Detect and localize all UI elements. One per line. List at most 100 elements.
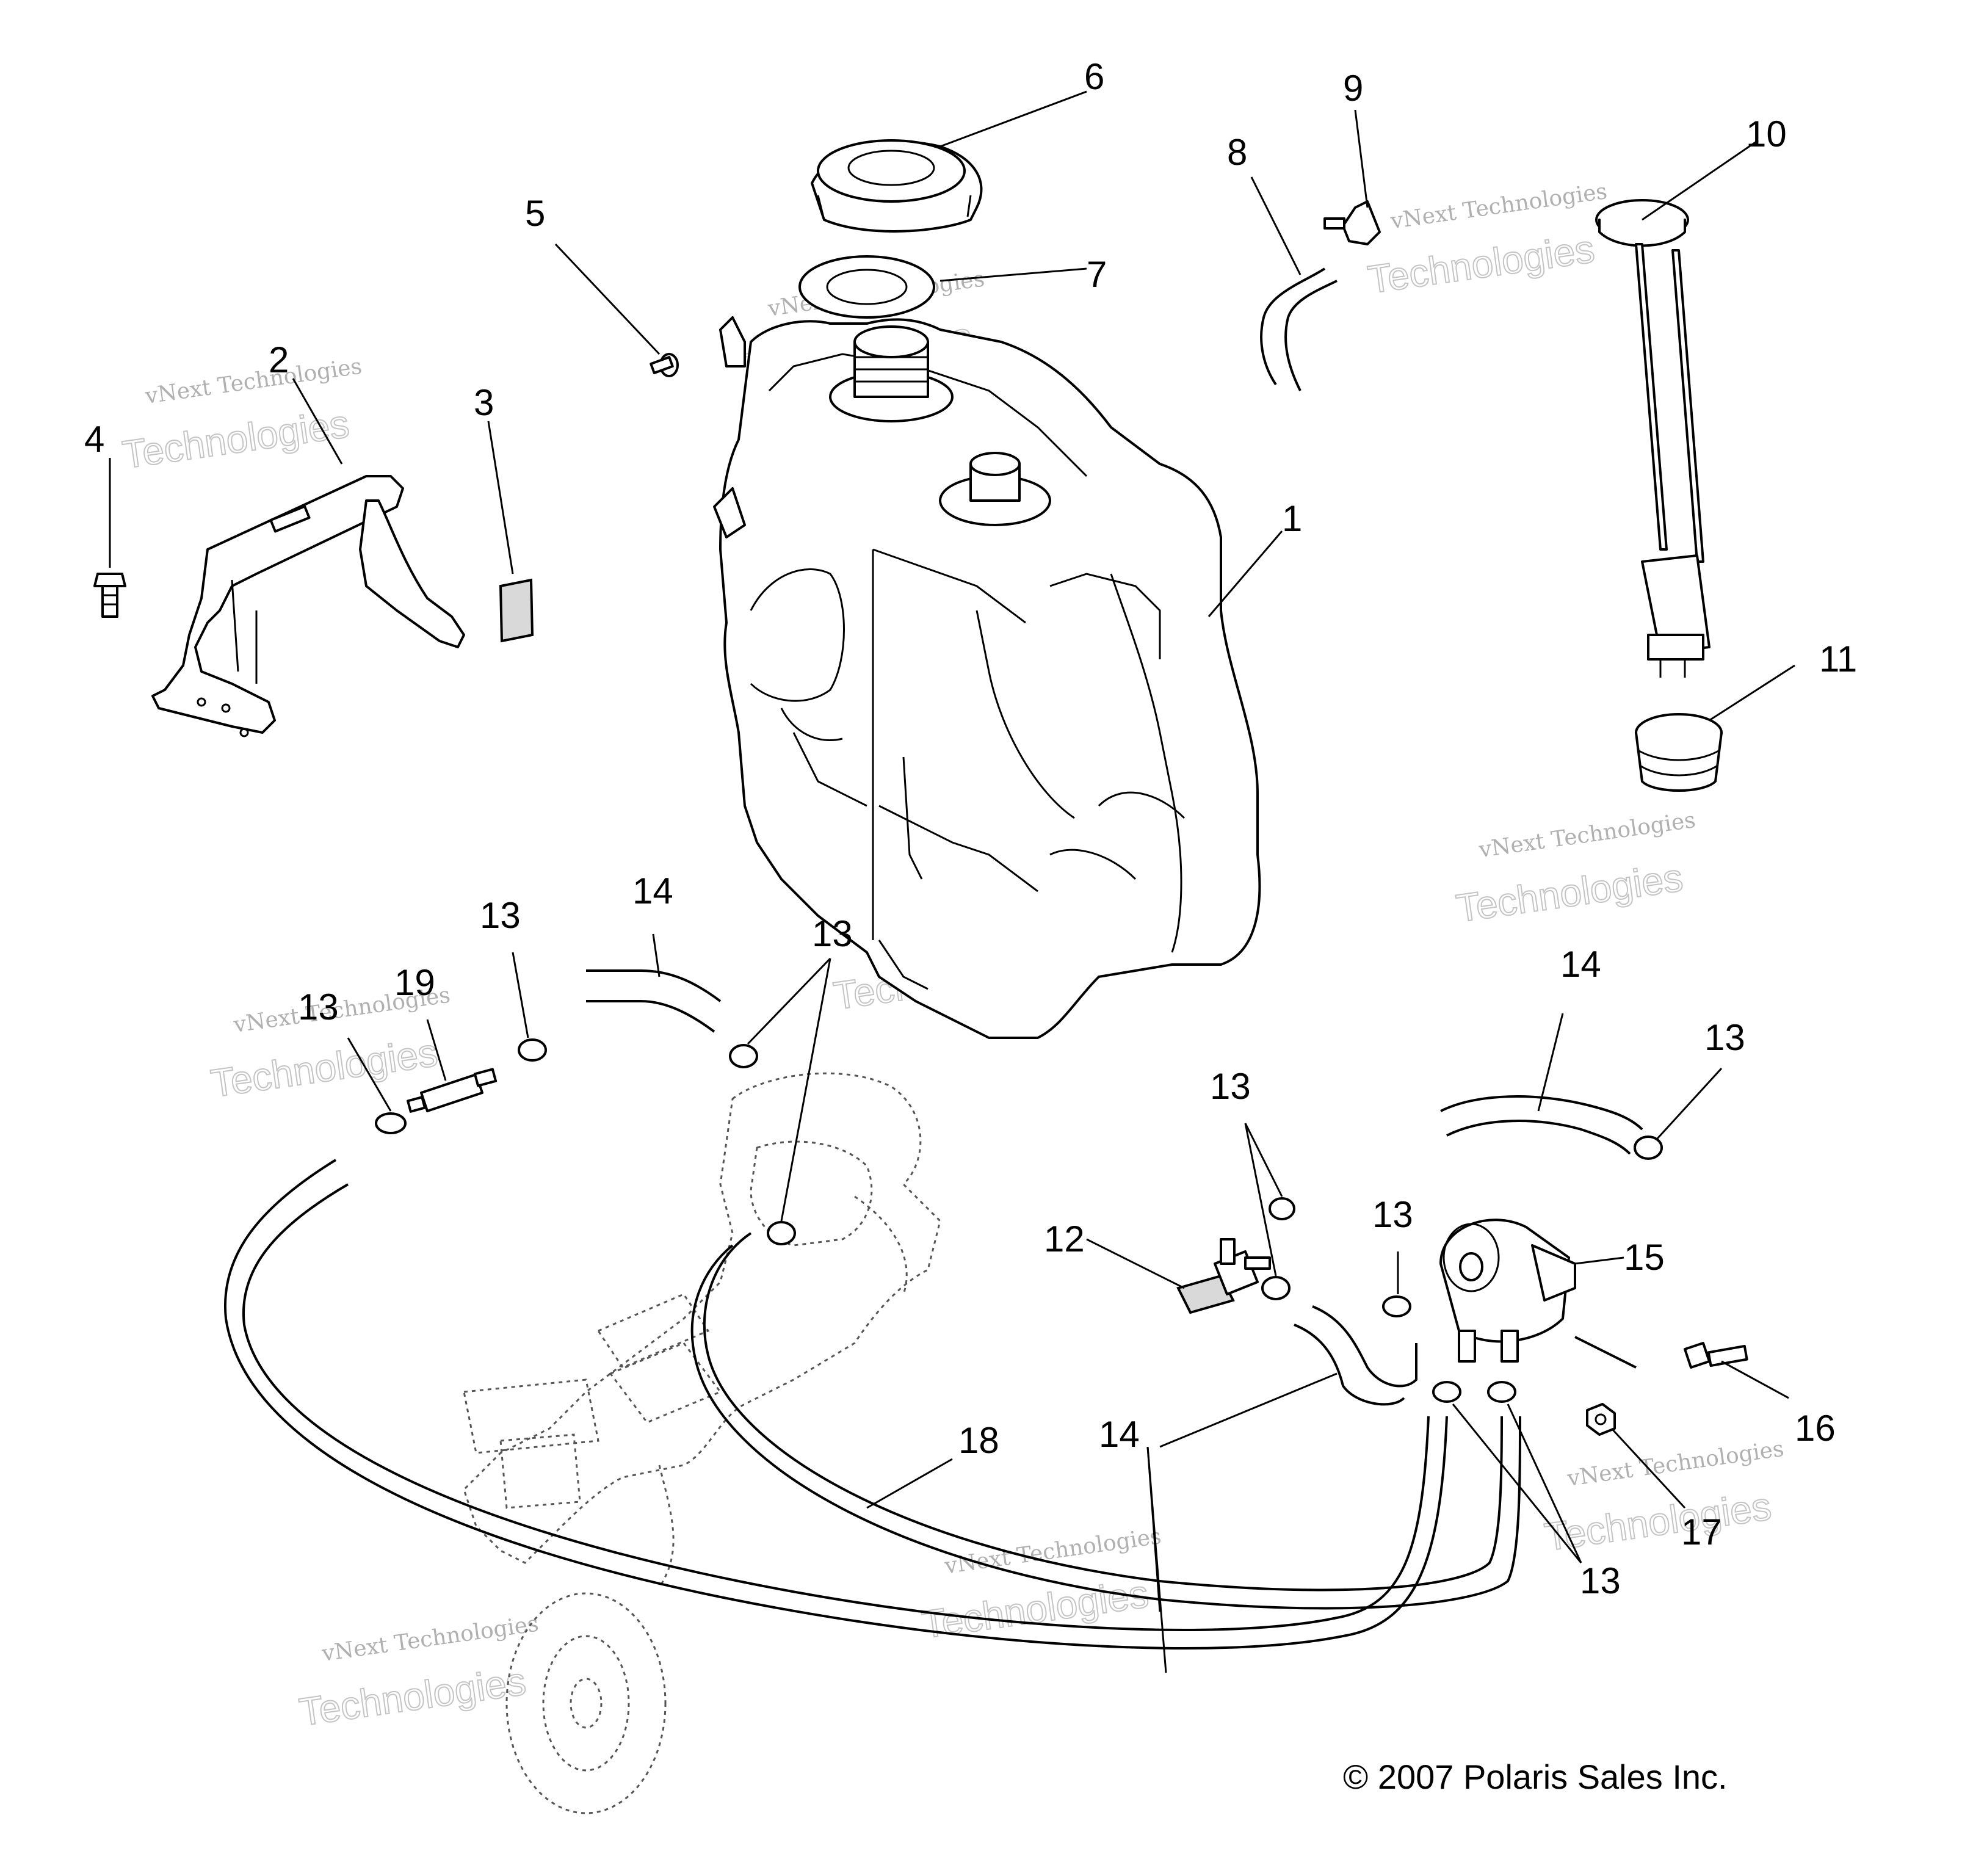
bolt-4	[93, 573, 126, 618]
leader-line	[1159, 1372, 1338, 1448]
callout-14: 14	[632, 871, 673, 911]
callout-14: 14	[1560, 944, 1601, 985]
leader-line	[1086, 1238, 1185, 1289]
callout-3: 3	[474, 382, 494, 423]
leader-line	[292, 378, 343, 465]
watermark-text: vNext Technologies	[1565, 1436, 1786, 1492]
watermark: Technologies vNext Technologies	[1364, 179, 1609, 302]
callout-10: 10	[1746, 114, 1787, 154]
tank-bracket	[151, 475, 465, 737]
callout-13: 13	[812, 913, 853, 954]
fuel-sender	[1595, 199, 1711, 678]
callout-8: 8	[1227, 132, 1247, 173]
watermark: Technologies vNext Technologies	[1453, 808, 1697, 931]
watermark-text: vNext Technologies	[1389, 179, 1609, 234]
callout-15: 15	[1624, 1237, 1665, 1278]
watermark: Technologies vNext Technologies	[296, 1611, 540, 1734]
hose-clamps	[375, 1038, 1663, 1403]
callout-7: 7	[1087, 254, 1107, 295]
clamp	[518, 1038, 547, 1062]
callout-1: 1	[1282, 498, 1302, 539]
leader-line	[1656, 1067, 1723, 1140]
leader-line	[1146, 1446, 1167, 1673]
callout-12: 12	[1044, 1219, 1085, 1259]
engine-ghost-outline	[463, 1072, 941, 1814]
clamp	[767, 1221, 796, 1245]
leader-line	[1642, 139, 1759, 221]
clamp	[729, 1044, 758, 1068]
fuel-tank	[713, 316, 1261, 1039]
leader-line	[780, 958, 831, 1222]
watermark-text: vNext Technologies	[943, 1524, 1163, 1579]
watermark-text: Technologies	[208, 1030, 440, 1106]
callout-18: 18	[958, 1420, 999, 1461]
callout-16: 16	[1795, 1408, 1836, 1449]
callout-17: 17	[1681, 1512, 1722, 1552]
leader-line	[347, 1037, 392, 1112]
watermark-text: Technologies	[1542, 1484, 1774, 1559]
callout-labels: 1 2 3 4 5 6 7 8 9 10 11 12 13 13 13 13 1…	[84, 56, 1857, 1601]
leader-line	[1721, 1360, 1789, 1399]
clamp	[1487, 1381, 1516, 1403]
nut-17	[1586, 1403, 1616, 1436]
sender-grommet	[1635, 713, 1723, 792]
leader-line	[1244, 1123, 1277, 1277]
bolt-5	[650, 353, 679, 377]
callout-13: 13	[1372, 1194, 1413, 1235]
callout-4: 4	[84, 419, 104, 460]
callout-13: 13	[1580, 1560, 1621, 1601]
leader-line	[1250, 176, 1301, 275]
callout-13: 13	[1704, 1017, 1745, 1058]
fuel-hoses	[224, 969, 1643, 1650]
callout-11: 11	[1819, 639, 1857, 679]
leader-line	[1507, 1403, 1582, 1563]
leader-line	[747, 957, 831, 1045]
callout-19: 19	[394, 962, 435, 1003]
fuel-pump	[1439, 1219, 1576, 1363]
callout-13: 13	[1210, 1066, 1251, 1107]
vent-fitting	[1323, 200, 1381, 245]
callout-5: 5	[525, 193, 545, 234]
watermark: Technologies vNext Technologies	[119, 354, 364, 477]
leader-line	[1244, 1123, 1283, 1197]
leader-line	[512, 952, 529, 1038]
clamp	[1382, 1295, 1411, 1317]
leader-line	[1354, 109, 1369, 208]
bracket-pad	[499, 578, 534, 643]
bolt-16	[1684, 1342, 1748, 1369]
leader-line	[426, 1019, 447, 1081]
watermark-text: vNext Technologies	[320, 1611, 540, 1667]
clamp	[1269, 1197, 1295, 1220]
watermark-text: Technologies	[1365, 226, 1597, 302]
leader-line	[939, 267, 1087, 282]
leader-line	[1574, 1256, 1624, 1265]
leader-line	[939, 90, 1087, 148]
clamp	[1634, 1135, 1663, 1160]
clamp	[1261, 1276, 1291, 1300]
callout-13: 13	[480, 895, 521, 936]
clamp	[375, 1112, 407, 1134]
leader-line	[487, 421, 514, 574]
leader-line	[866, 1458, 953, 1509]
leader-line	[554, 243, 661, 355]
watermark-text: Technologies	[120, 402, 352, 477]
leader-lines	[109, 90, 1795, 1673]
callout-14: 14	[1099, 1414, 1140, 1455]
callout-2: 2	[269, 339, 289, 380]
watermark-text: Technologies	[1454, 855, 1685, 930]
watermark-text: vNext Technologies	[143, 354, 364, 410]
watermark-text: vNext Technologies	[1477, 808, 1697, 863]
leader-line	[1452, 1403, 1582, 1563]
copyright-notice: © 2007 Polaris Sales Inc.	[1343, 1758, 1728, 1796]
tee-fitting	[1176, 1238, 1271, 1314]
leader-line	[1207, 531, 1283, 617]
watermark: Technologies vNext Technologies	[1541, 1436, 1786, 1560]
leader-line	[1610, 1427, 1686, 1509]
cap-gasket	[798, 255, 935, 319]
leader-line	[652, 933, 661, 977]
watermark-text: Technologies	[297, 1659, 529, 1734]
callout-13: 13	[298, 987, 339, 1027]
clamp	[1432, 1381, 1461, 1403]
fuel-cap	[811, 139, 983, 233]
